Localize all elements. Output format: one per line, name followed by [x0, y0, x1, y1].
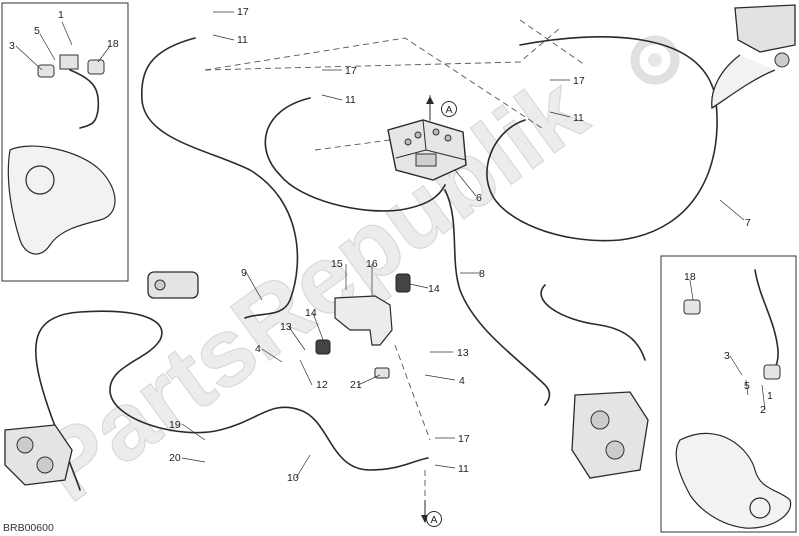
callout-18: 18 [684, 271, 696, 283]
brake-line-9 [140, 37, 299, 319]
front-caliper-right [571, 391, 649, 479]
callout-21: 21 [350, 379, 362, 391]
diagram-code: BRB00600 [3, 522, 54, 534]
callout-11: 11 [345, 94, 356, 106]
abs-unit [387, 119, 467, 181]
callout-8: 8 [479, 268, 485, 280]
callout-19: 19 [169, 419, 181, 431]
callout-11: 11 [573, 112, 584, 124]
callout-17: 17 [458, 433, 470, 445]
sensor-cable-right [754, 269, 779, 373]
brake-line-8 [444, 189, 551, 406]
callout-17: 17 [237, 6, 249, 18]
rear-wheel-speed-sensor-assembly [7, 54, 116, 255]
callout-2: 2 [760, 404, 766, 416]
callout-11: 11 [237, 34, 248, 46]
callout-13: 13 [280, 321, 292, 333]
brake-lines [34, 36, 779, 491]
arrow-marker-top-label: A [445, 104, 452, 116]
callout-5: 5 [34, 25, 40, 37]
callout-16: 16 [366, 258, 378, 270]
watermark: PartsRepublik [19, 55, 606, 523]
callout-3: 3 [724, 350, 730, 362]
brake-line-hose [264, 97, 446, 212]
callout-17: 17 [573, 75, 585, 87]
callout-6: 6 [476, 192, 482, 204]
watermark-text: PartsRepublik [19, 56, 605, 522]
callout-7: 7 [745, 217, 751, 229]
callout-15: 15 [331, 258, 343, 270]
callout-9: 9 [241, 267, 247, 279]
front-master-cylinder [711, 4, 796, 110]
rear-caliper-left [4, 424, 73, 486]
callout-5: 5 [744, 380, 750, 392]
brake-line-right-caliper [540, 284, 646, 361]
callout-12: 12 [316, 379, 328, 391]
gear-watermark-icon [630, 35, 680, 85]
callouts: 1 5 3 18 17 11 17 11 17 11 6 7 8 9 15 16… [3, 6, 773, 534]
callout-14: 14 [428, 283, 440, 295]
callout-14: 14 [305, 307, 317, 319]
callout-18: 18 [107, 38, 119, 50]
callout-17: 17 [345, 65, 357, 77]
arrow-marker-bottom-label: A [430, 514, 437, 526]
brake-line-10 [34, 310, 429, 491]
callout-11: 11 [458, 463, 469, 475]
callout-4: 4 [459, 375, 465, 387]
callout-4: 4 [255, 343, 261, 355]
abs-bracket [315, 273, 411, 379]
callout-20: 20 [169, 452, 181, 464]
brake-line-7 [486, 36, 718, 242]
arrow-marker-top: A [426, 96, 457, 120]
callout-3: 3 [9, 40, 15, 52]
inset-left-frame [1, 2, 129, 282]
rear-master-cylinder [147, 271, 199, 299]
callout-1: 1 [58, 9, 64, 21]
callout-10: 10 [287, 472, 299, 484]
callout-1: 1 [767, 390, 773, 402]
arrow-marker-bottom: A [421, 500, 442, 527]
leader-lines [15, 11, 766, 479]
front-wheel-speed-sensor-assembly [675, 299, 792, 529]
sensor-cable-left [69, 69, 100, 129]
callout-13: 13 [457, 347, 469, 359]
inset-right-frame [660, 255, 797, 533]
